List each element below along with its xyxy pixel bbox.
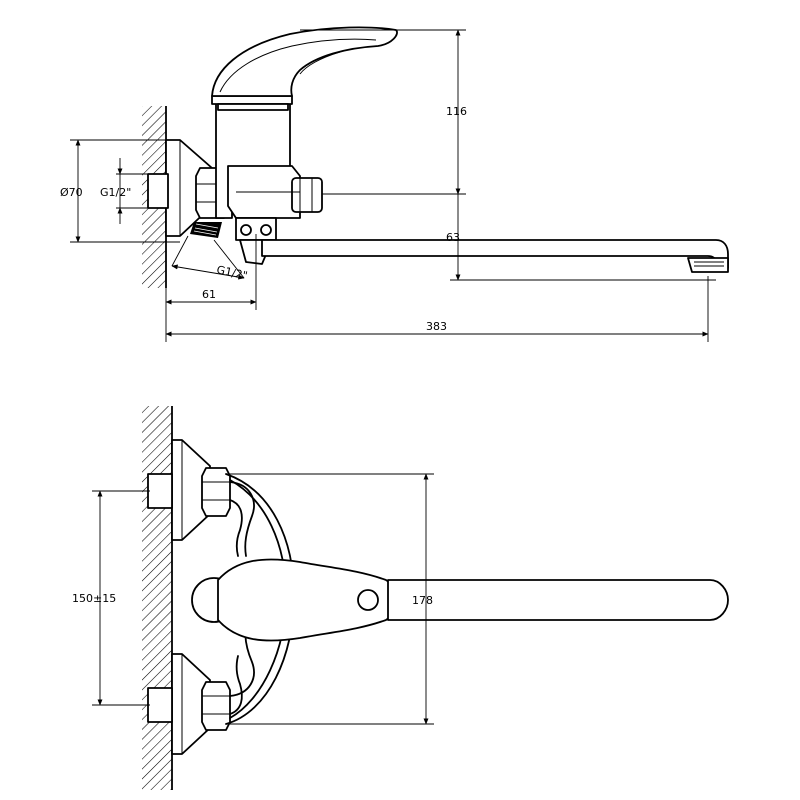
dim-center-distance-label: 150±15: [72, 592, 116, 605]
side-lever-handle: [211, 26, 398, 97]
side-view: 116 63 Ø70 G1/2" G1/2: [60, 26, 729, 342]
dim-height-label: 116: [446, 105, 467, 118]
top-hex-nut-lower: [201, 681, 231, 731]
dimension-outlet-drop: 63: [446, 194, 716, 281]
dimension-thread-inlet: G1/2": [100, 158, 150, 224]
top-flange-upper: [147, 439, 211, 541]
dimension-body-width: 178: [226, 473, 434, 725]
dim-body-width-label: 178: [412, 594, 433, 607]
top-wall: [142, 406, 173, 790]
dim-thread-inlet-label: G1/2": [100, 186, 131, 199]
dimension-center-distance: 150±15: [72, 490, 150, 706]
side-spout: [261, 239, 729, 273]
side-inlet-pipe: [147, 173, 169, 209]
dimension-thread-outlet: G1/2": [171, 235, 249, 282]
dim-thread-outlet-label: G1/2": [215, 263, 248, 282]
top-flange-lower: [147, 653, 211, 755]
side-main-body: [215, 99, 323, 219]
side-thread-connector: [190, 222, 222, 238]
top-hex-nut-upper: [201, 467, 231, 517]
dimension-total-reach: 383: [165, 276, 709, 342]
top-lever-handle: [191, 558, 395, 642]
side-cartridge-cap: [211, 95, 293, 111]
top-view: 150±15 178: [72, 406, 729, 790]
dim-total-reach-label: 383: [426, 320, 447, 333]
dimension-height: 116: [300, 29, 467, 195]
dim-outlet-drop-label: 63: [446, 231, 460, 244]
dim-flange-diameter-label: Ø70: [60, 186, 83, 199]
dimension-wall-offset: 61: [165, 234, 257, 310]
top-spout: [387, 579, 729, 621]
dim-wall-offset-label: 61: [202, 288, 216, 301]
dimension-flange-diameter: Ø70: [60, 139, 180, 243]
